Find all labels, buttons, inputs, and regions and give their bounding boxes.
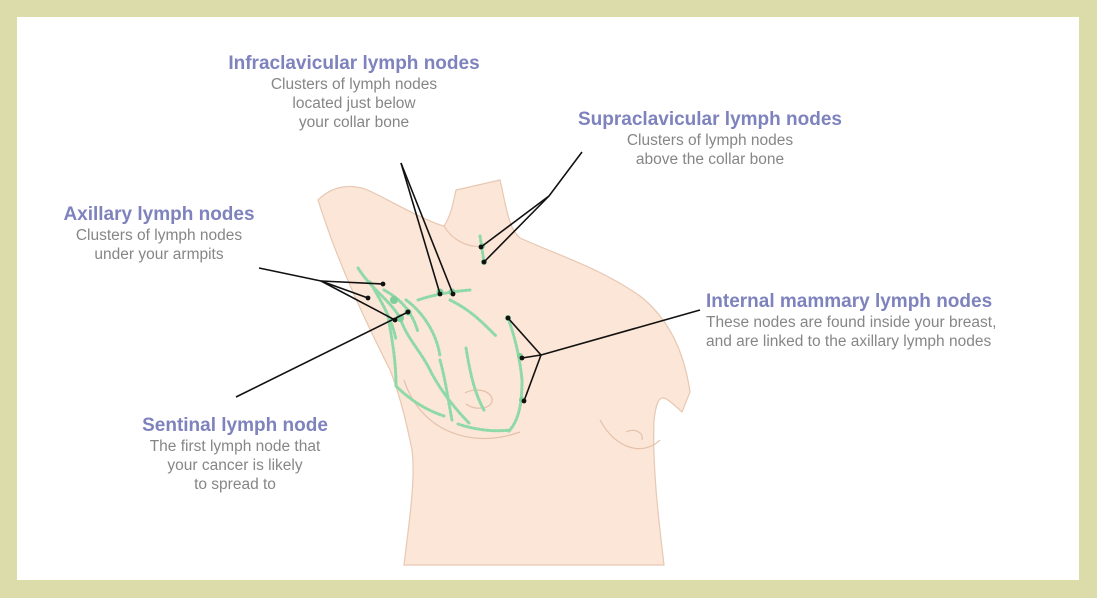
title-supraclavicular: Supraclavicular lymph nodes	[540, 108, 880, 131]
desc-sentinal-2: your cancer is likely	[110, 456, 360, 475]
desc-infraclavicular-3: your collar bone	[194, 113, 514, 132]
torso-silhouette	[318, 180, 690, 565]
desc-internal-mammary-1: These nodes are found inside your breast…	[706, 313, 1076, 332]
desc-sentinal-3: to spread to	[110, 475, 360, 494]
label-internal-mammary: Internal mammary lymph nodes These nodes…	[706, 290, 1076, 351]
desc-infraclavicular-2: located just below	[194, 94, 514, 113]
desc-axillary-1: Clusters of lymph nodes	[24, 226, 294, 245]
desc-sentinal-1: The first lymph node that	[110, 437, 360, 456]
label-infraclavicular: Infraclavicular lymph nodes Clusters of …	[194, 52, 514, 132]
title-infraclavicular: Infraclavicular lymph nodes	[194, 52, 514, 75]
label-axillary: Axillary lymph nodes Clusters of lymph n…	[24, 203, 294, 264]
title-internal-mammary: Internal mammary lymph nodes	[706, 290, 1076, 313]
label-supraclavicular: Supraclavicular lymph nodes Clusters of …	[540, 108, 880, 169]
label-sentinal: Sentinal lymph node The first lymph node…	[110, 414, 360, 494]
title-axillary: Axillary lymph nodes	[24, 203, 294, 226]
desc-supraclavicular-2: above the collar bone	[540, 150, 880, 169]
desc-infraclavicular-1: Clusters of lymph nodes	[194, 75, 514, 94]
desc-axillary-2: under your armpits	[24, 245, 294, 264]
title-sentinal: Sentinal lymph node	[110, 414, 360, 437]
desc-internal-mammary-2: and are linked to the axillary lymph nod…	[706, 332, 1076, 351]
desc-supraclavicular-1: Clusters of lymph nodes	[540, 131, 880, 150]
